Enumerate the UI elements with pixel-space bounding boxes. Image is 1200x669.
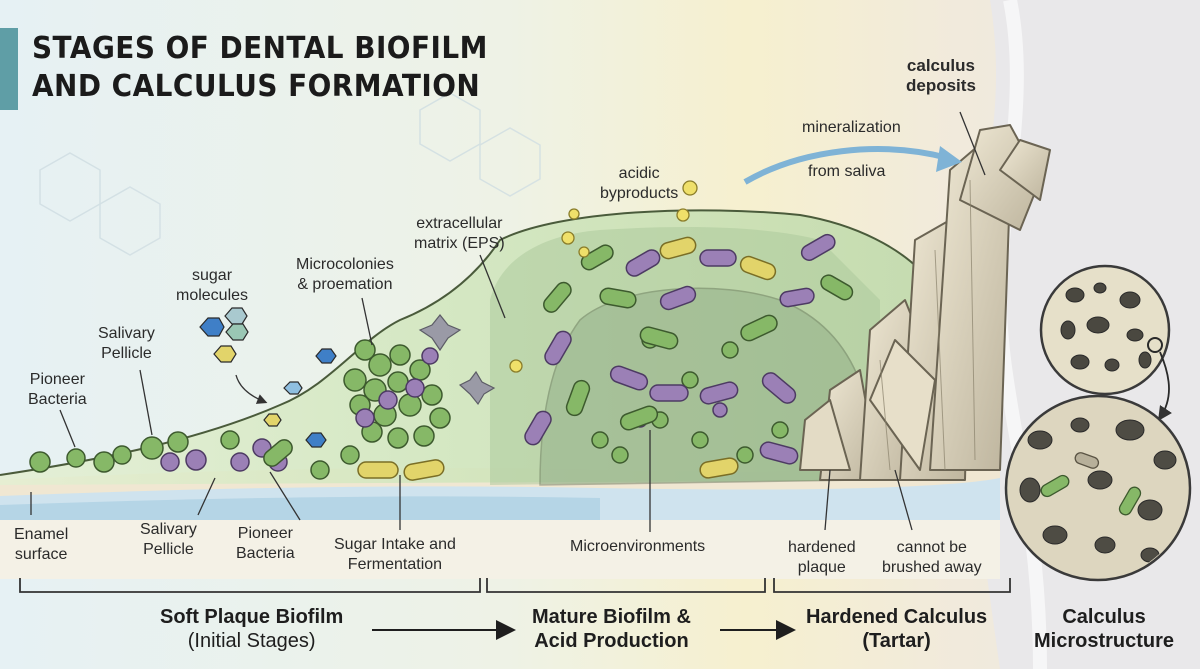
diagram-title: STAGES OF DENTAL BIOFILM AND CALCULUS FO… [32, 30, 488, 106]
title-accent-bar [0, 28, 18, 110]
label-microenvironments: Microenvironments [570, 538, 706, 555]
stage-hardened-calculus: Hardened Calculus(Tartar) [806, 606, 988, 652]
label-microcolonies: Microcolonies& proemation [296, 256, 394, 293]
label-mineralization: mineralization [802, 119, 901, 136]
stage-mature-biofilm: Mature Biofilm &Acid Production [532, 606, 691, 652]
title-line-2: AND CALCULUS FORMATION [32, 69, 481, 104]
stage-soft-plaque: Soft Plaque Biofilm(Initial Stages) [160, 606, 344, 652]
title-line-1: STAGES OF DENTAL BIOFILM [32, 31, 488, 66]
label-from-saliva: from saliva [808, 163, 886, 180]
